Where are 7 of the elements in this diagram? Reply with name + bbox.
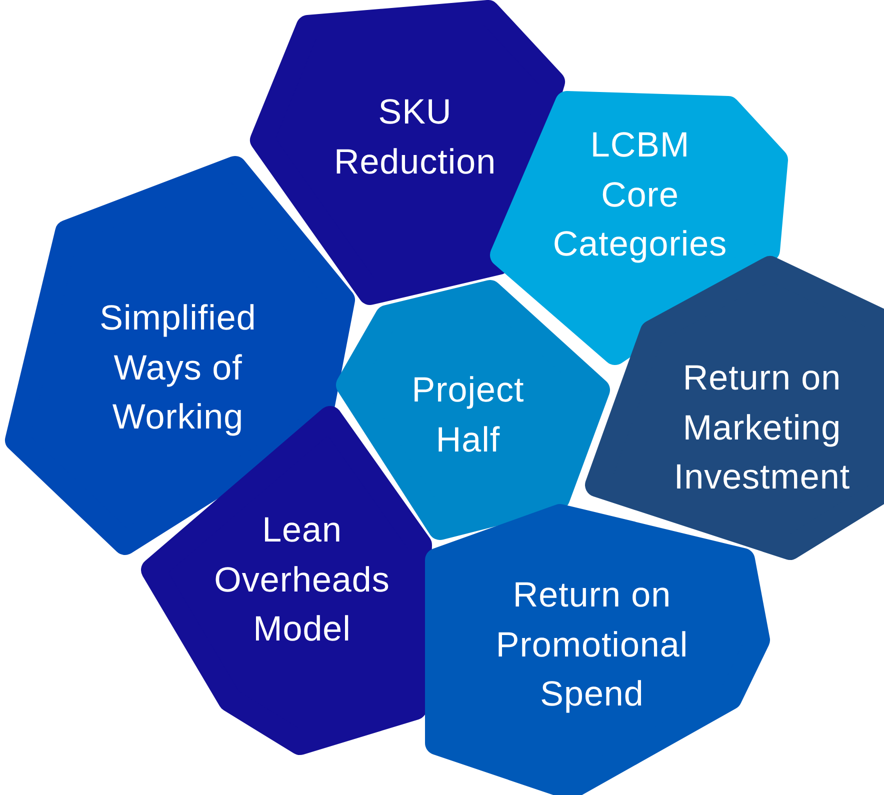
tile-label: Project Half bbox=[410, 369, 526, 461]
tile-label: LCBM Core Categories bbox=[552, 124, 728, 266]
tile-label: Simplified Ways of Working bbox=[98, 297, 258, 439]
tile-label: Lean Overheads Model bbox=[213, 509, 391, 651]
tile-label: Return on Promotional Spend bbox=[494, 574, 690, 716]
tile-label: SKU Reduction bbox=[332, 91, 498, 183]
tile-label: Return on Marketing Investment bbox=[672, 357, 852, 499]
